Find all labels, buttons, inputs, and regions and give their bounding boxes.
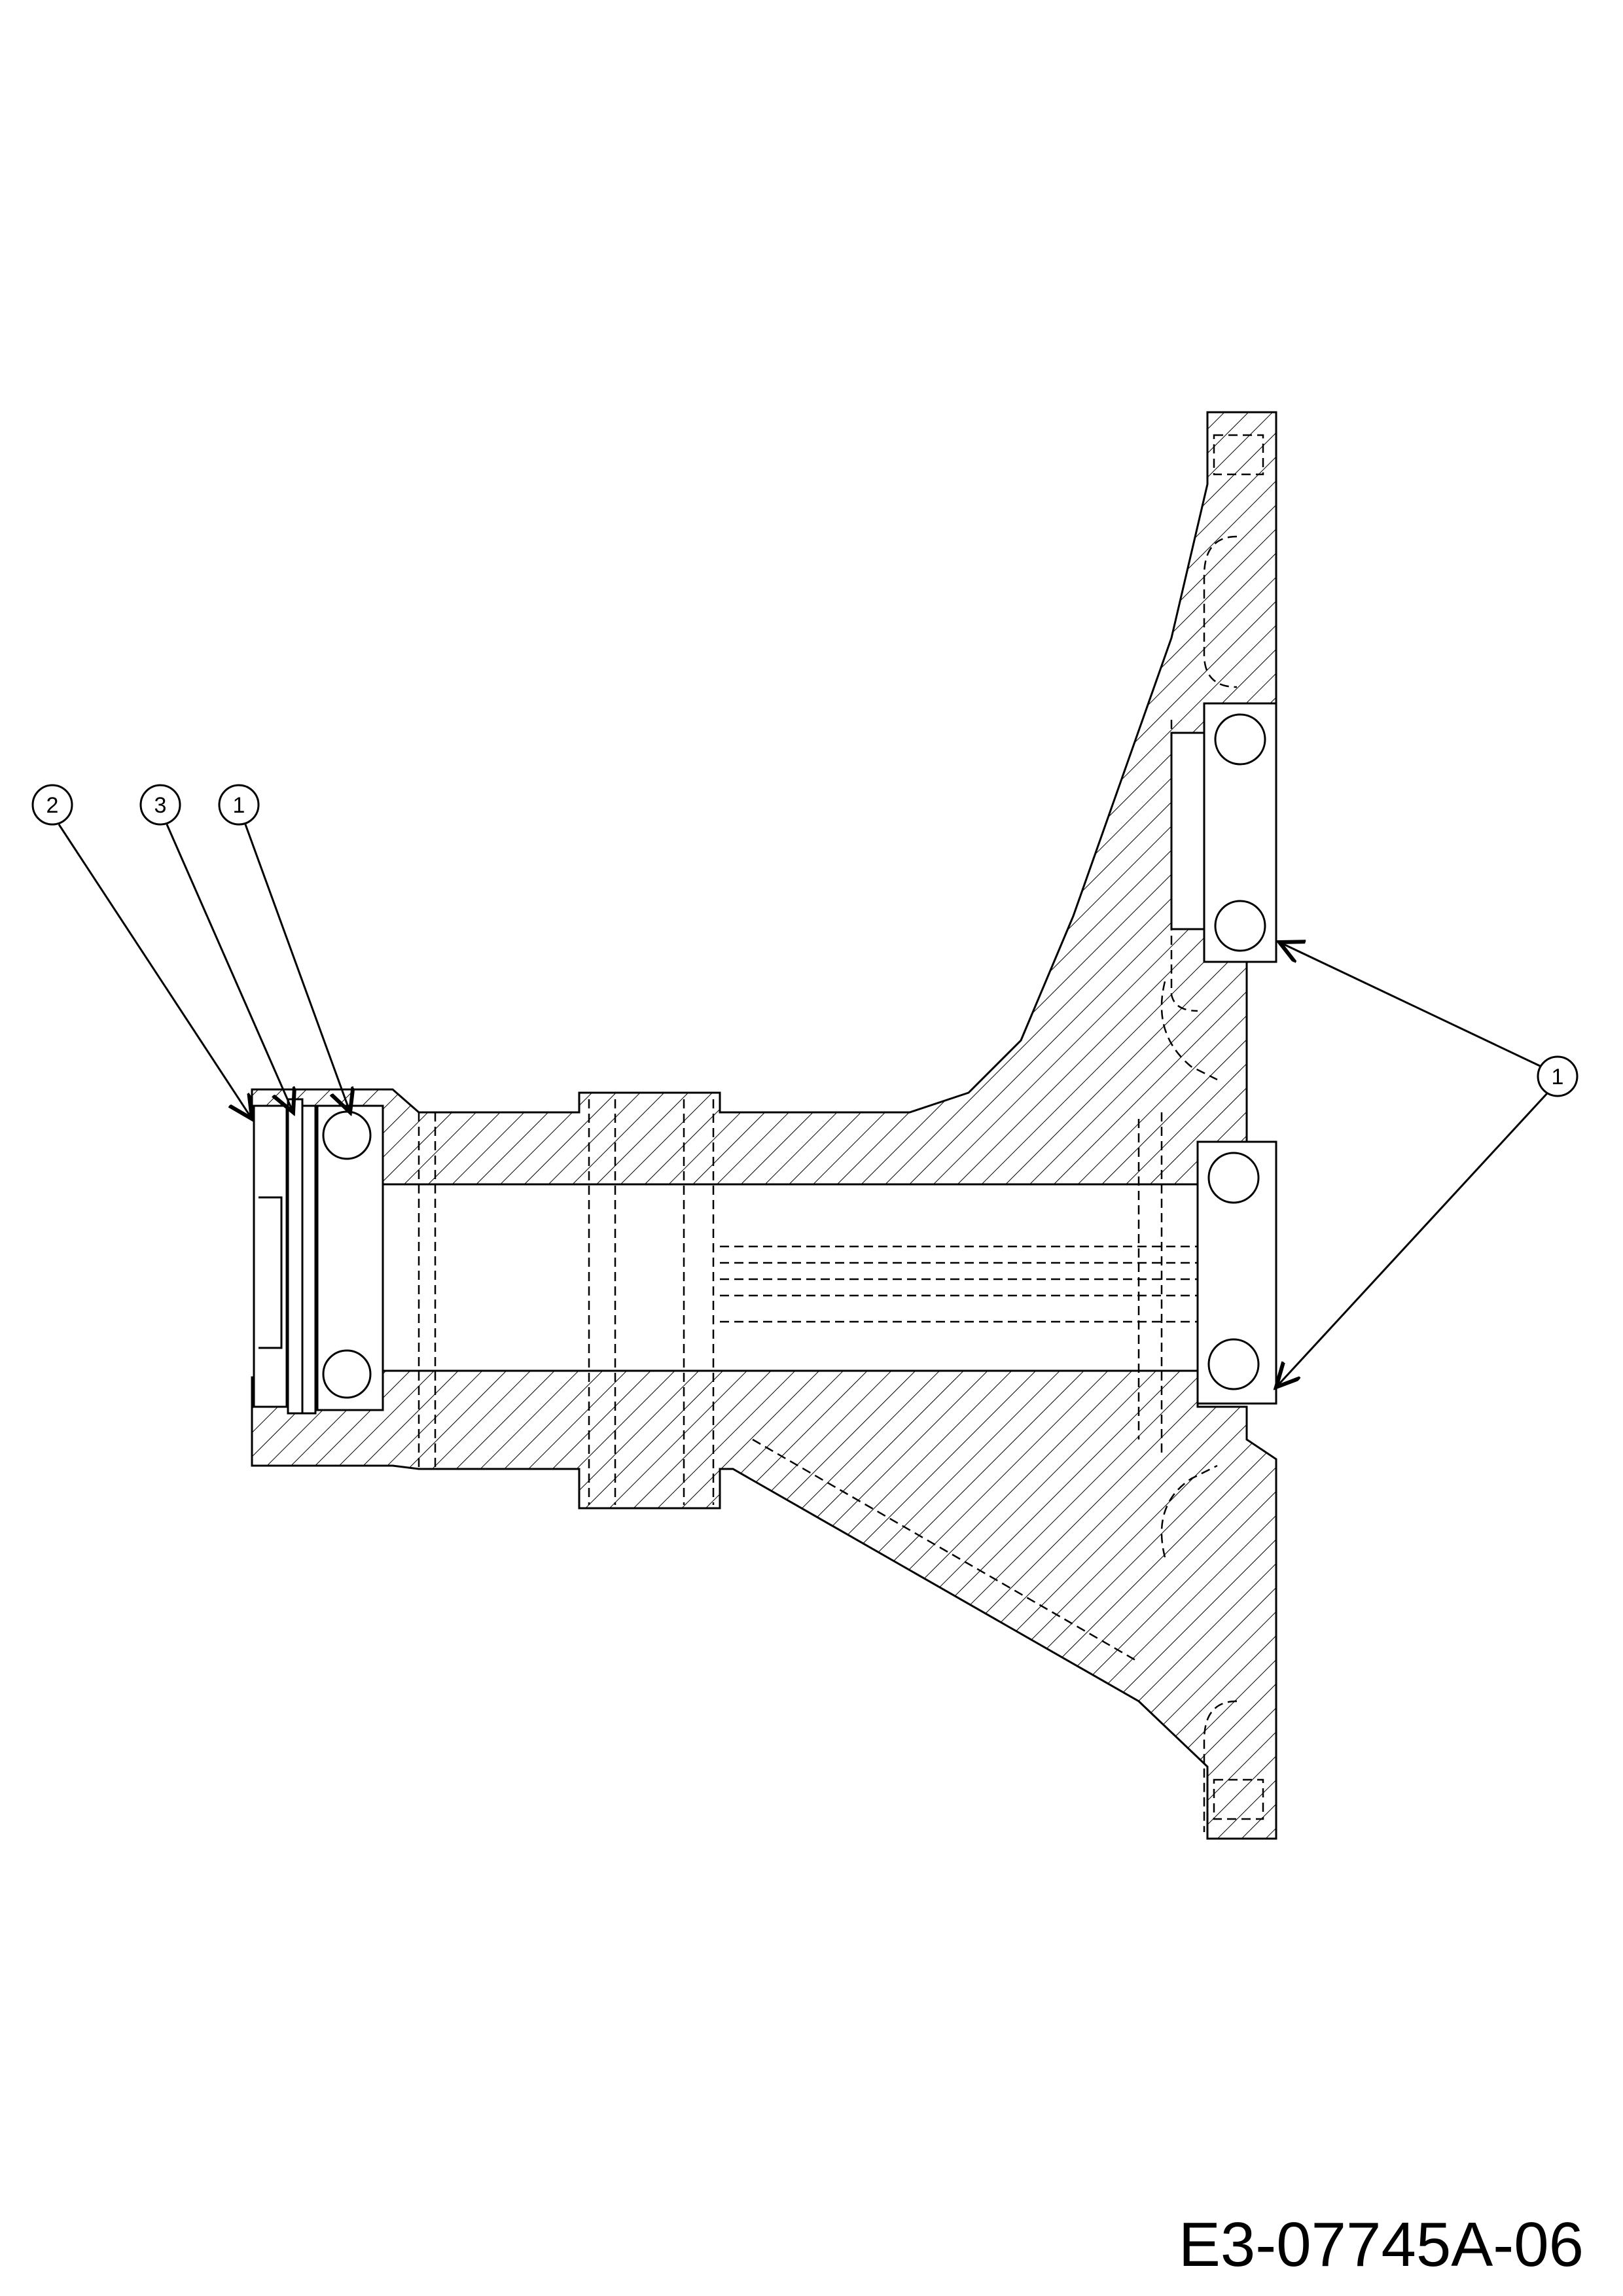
callout-1-right-label: 1 [1552,1065,1564,1089]
callout-2: 2 [31,784,73,826]
callout-1-right: 1 [1537,1055,1578,1097]
callout-1-left-label: 1 [233,793,245,818]
right-bearings [1170,702,1277,1405]
left-bearing-seal [253,1098,384,1415]
callout-1-left: 1 [218,784,260,826]
leader-lines [58,824,1549,1387]
callout-3: 3 [139,784,181,826]
housing-section [251,411,1277,1840]
callout-3-label: 3 [154,793,167,818]
hidden-lines [418,434,1264,1832]
callout-2-label: 2 [46,793,59,818]
document-code: E3-07745A-06 [1178,2210,1584,2280]
